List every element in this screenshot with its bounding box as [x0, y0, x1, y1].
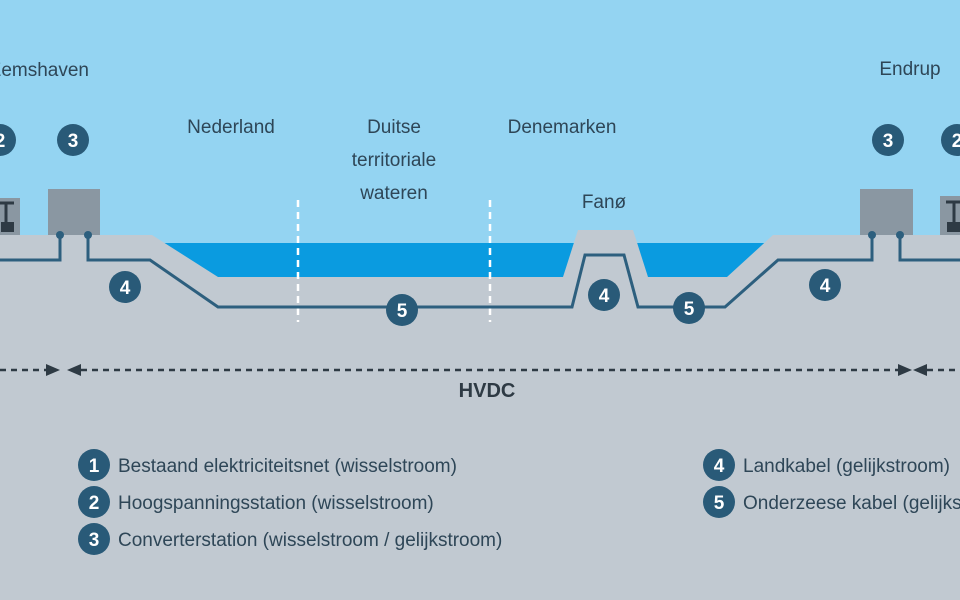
island-fano: Fanø: [582, 192, 627, 213]
badge-4-dk: 4: [820, 276, 831, 297]
cable: [0, 235, 960, 309]
badge-4-fano: 4: [599, 286, 610, 307]
legend-num-4: 4: [714, 456, 725, 477]
region-de-3: wateren: [359, 183, 428, 204]
country-dk: Denemarken: [508, 117, 617, 138]
legend: 1 Bestaand elektriciteitsnet (wisselstro…: [78, 449, 960, 555]
legend-num-3: 3: [89, 530, 100, 551]
badge-5-sea: 5: [397, 301, 408, 322]
badge-5-dk: 5: [684, 299, 695, 320]
legend-num-2: 2: [89, 493, 100, 514]
converter-station-left: [48, 189, 100, 235]
legend-text-3: Converterstation (wisselstroom / gelijks…: [118, 530, 502, 551]
legend-num-1: 1: [89, 456, 100, 477]
country-nl: Nederland: [187, 117, 275, 138]
badge-3-right: 3: [883, 131, 894, 152]
converter-station-right: [860, 189, 913, 235]
badge-2-right: 2: [952, 131, 960, 152]
legend-text-1: Bestaand elektriciteitsnet (wisselstroom…: [118, 456, 457, 477]
hvdc-range-arrow: [0, 364, 960, 376]
badge-3-left: 3: [68, 131, 79, 152]
badge-4-nl: 4: [120, 278, 131, 299]
badge-2-left: 2: [0, 131, 5, 152]
legend-text-2: Hoogspanningsstation (wisselstroom): [118, 493, 434, 514]
substation-left-icon: [0, 198, 20, 235]
region-de-2: territoriale: [352, 150, 436, 171]
legend-num-5: 5: [714, 493, 725, 514]
substation-right-icon: [940, 196, 960, 235]
region-de-1: Duitse: [367, 117, 421, 138]
legend-text-4: Landkabel (gelijkstroom): [743, 456, 950, 477]
place-left: Eemshaven: [0, 60, 89, 81]
legend-text-5: Onderzeese kabel (gelijkstroom): [743, 493, 960, 514]
hvdc-label: HVDC: [459, 380, 516, 402]
diagram-badges: [0, 124, 960, 326]
cable-connectors: [56, 231, 904, 239]
place-right: Endrup: [879, 59, 940, 80]
